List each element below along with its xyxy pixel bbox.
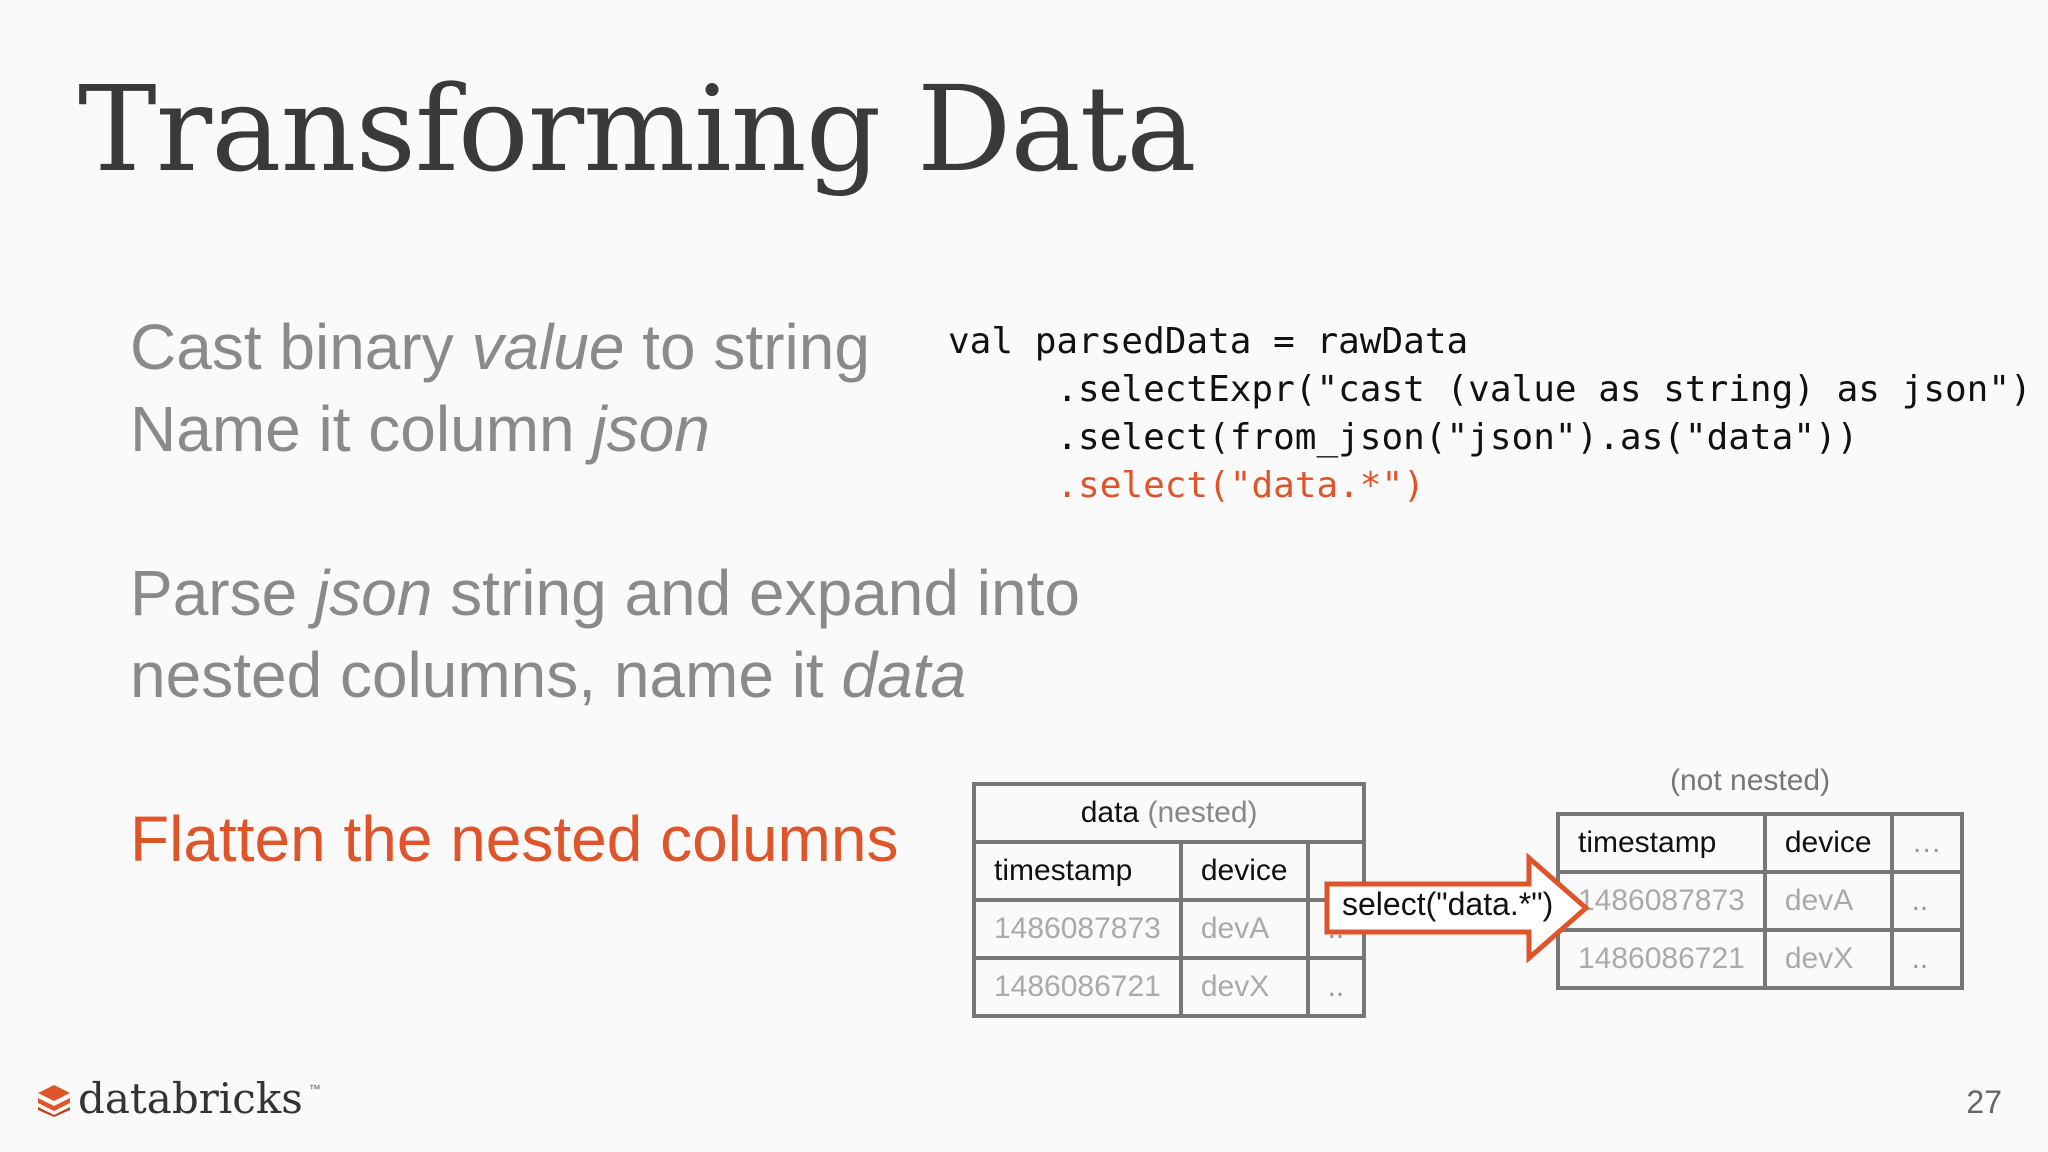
column-header: device [1178,840,1310,902]
table-cell: devX [1178,956,1310,1018]
slide-title: Transforming Data [78,60,1197,198]
table-cell: devA [1762,870,1894,932]
select-arrow-icon [1324,852,1590,964]
code-line: val parsedData = rawData [948,321,1469,362]
table-cell: devX [1762,928,1894,990]
trademark: ™ [308,1082,321,1096]
ellipsis-cell: .. [1305,956,1367,1018]
emphasis-text: json [314,557,433,629]
code-line: .select("data.*") [948,462,2032,510]
code-block: val parsedData = rawData .selectExpr("ca… [948,318,2032,510]
table-cell: devA [1178,898,1310,960]
bullet-line: Name it column json [130,388,870,470]
table-cell: 1486086721 [972,956,1183,1018]
code-line: .select(from_json("json").as("data")) [948,417,1859,458]
logo-text: databricks [78,1074,303,1123]
table-row: 1486086721 devX .. [972,956,1367,1018]
flat-data-table: timestamp device … 1486087873 devA .. 14… [1556,812,1964,990]
text-span: string and expand into [432,557,1080,629]
bullet-parse-json: Parse json string and expand into nested… [130,552,1080,716]
bullet-line: Flatten the nested columns [130,803,899,875]
page-number: 27 [1966,1084,2002,1120]
text-span: Parse [130,557,315,629]
emphasis-text: data [841,639,967,711]
nested-data-table: data (nested) timestamp device 148608787… [971,782,1367,1018]
ellipsis-cell: .. [1889,928,1964,990]
column-header: device [1762,812,1894,874]
ellipsis-cell: .. [1889,870,1964,932]
text-span: nested columns, name it [130,639,842,711]
databricks-stack-icon [38,1084,70,1117]
nested-table-caption: data (nested) [971,782,1367,844]
table-cell: 1486087873 [972,898,1183,960]
caption-text: data [1080,796,1140,829]
text-span: Cast binary [130,311,472,383]
bullet-flatten: Flatten the nested columns [130,798,898,880]
text-span: Name it column [130,393,593,465]
column-header: timestamp [972,840,1183,902]
bullet-line: Parse json string and expand into [130,552,1080,634]
table-row: 1486086721 devX .. [1556,928,1964,990]
code-indent [948,465,1056,506]
table-row: 1486087873 devA .. [972,898,1367,960]
text-span: to string [624,311,870,383]
column-header: … [1889,812,1964,874]
caption-note: (nested) [1147,796,1258,829]
bullet-line: nested columns, name it data [130,634,1080,716]
flat-table-caption: (not nested) [1670,764,1831,797]
bullet-line: Cast binary value to string [130,306,870,388]
bullet-cast-binary: Cast binary value to string Name it colu… [130,306,870,470]
column-header: timestamp [1556,812,1767,874]
code-line: .selectExpr("cast (value as string) as j… [948,369,2032,410]
table-row: 1486087873 devA .. [1556,870,1964,932]
databricks-logo: databricks ™ [36,1074,321,1123]
table-cell: 1486087873 [1556,870,1767,932]
emphasis-text: value [471,311,625,383]
code-highlight: .select("data.*") [1056,465,1425,506]
table-cell: 1486086721 [1556,928,1767,990]
arrow-label: select("data.*") [1342,886,1554,922]
emphasis-text: json [592,393,710,465]
